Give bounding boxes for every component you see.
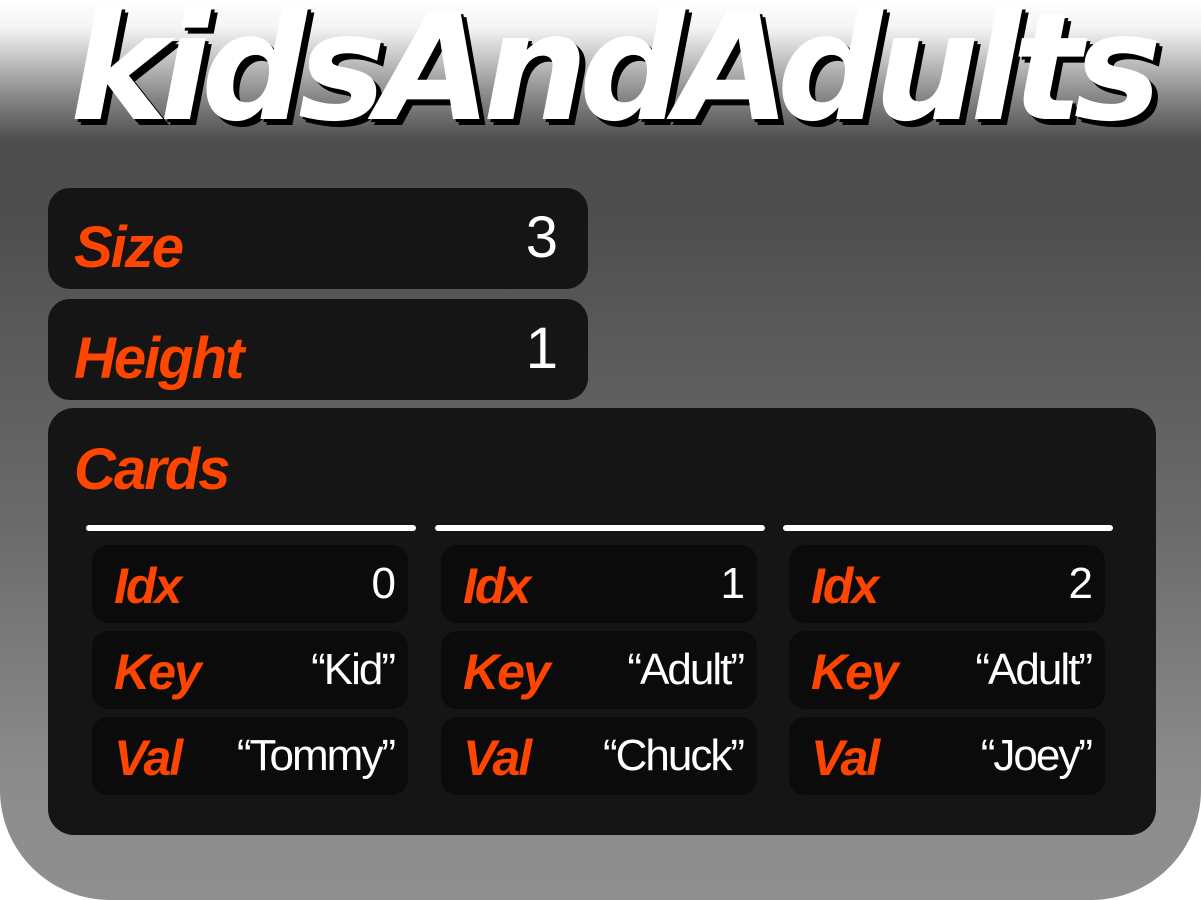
key-label: Key [811, 644, 899, 700]
card-divider [783, 525, 1113, 531]
val-value: “Tommy” [236, 731, 396, 780]
idx-label: Idx [463, 558, 531, 614]
key-label: Key [463, 644, 551, 700]
height-field: Height 1 [48, 299, 588, 400]
card-idx-row: Idx 0 [92, 545, 408, 623]
card-2: Idx 2 Key “Adult” Val “Joey” [781, 525, 1115, 805]
card-val-row: Val “Joey” [789, 717, 1105, 795]
card-divider [86, 525, 416, 531]
card-1: Idx 1 Key “Adult” Val “Chuck” [433, 525, 767, 805]
card-val-row: Val “Tommy” [92, 717, 408, 795]
val-label: Val [811, 730, 880, 786]
key-value: “Adult” [627, 645, 745, 694]
val-label: Val [114, 730, 183, 786]
idx-value: 1 [720, 559, 746, 608]
card-val-row: Val “Chuck” [441, 717, 757, 795]
size-field: Size 3 [48, 188, 588, 289]
card-key-row: Key “Adult” [441, 631, 757, 709]
key-value: “Adult” [975, 645, 1093, 694]
height-value: 1 [525, 316, 558, 381]
key-label: Key [114, 644, 202, 700]
val-label: Val [463, 730, 532, 786]
key-value: “Kid” [311, 645, 396, 694]
idx-value: 0 [371, 559, 397, 608]
idx-label: Idx [114, 558, 182, 614]
card-divider [435, 525, 765, 531]
val-value: “Joey” [980, 731, 1093, 780]
card-key-row: Key “Adult” [789, 631, 1105, 709]
card-idx-row: Idx 1 [441, 545, 757, 623]
cards-container: Cards Idx 0 Key “Kid” Val “Tommy” Idx 1 [48, 408, 1156, 835]
val-value: “Chuck” [602, 731, 745, 780]
idx-value: 2 [1068, 559, 1094, 608]
height-label: Height [74, 326, 244, 391]
size-value: 3 [525, 205, 558, 270]
idx-label: Idx [811, 558, 879, 614]
card-key-row: Key “Kid” [92, 631, 408, 709]
size-label: Size [74, 215, 184, 280]
cards-label: Cards [74, 437, 230, 502]
card-0: Idx 0 Key “Kid” Val “Tommy” [84, 525, 418, 805]
card-idx-row: Idx 2 [789, 545, 1105, 623]
page-title: kidsAndAdults [70, 0, 1162, 154]
